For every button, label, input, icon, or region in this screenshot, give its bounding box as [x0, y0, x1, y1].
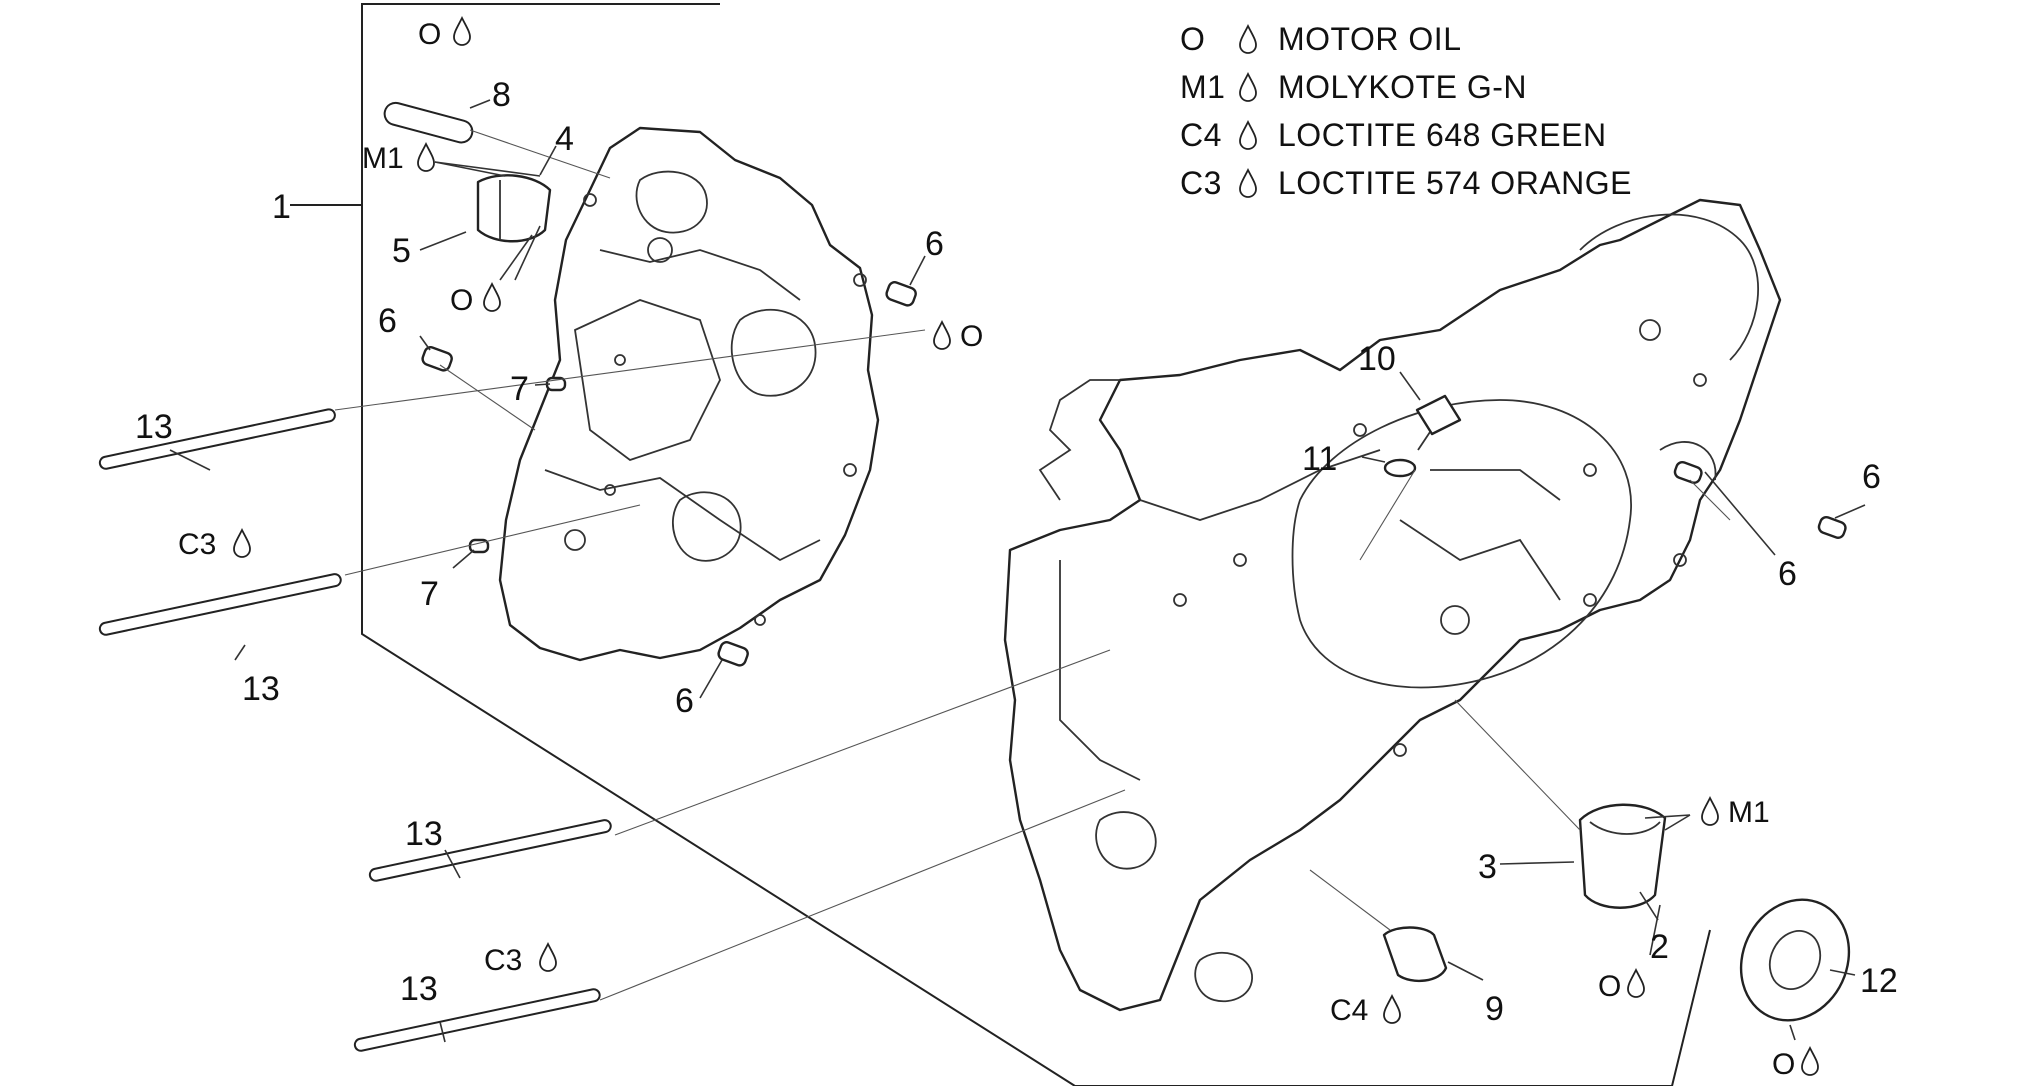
- drop-icon: [1383, 995, 1401, 1024]
- studs: [98, 408, 612, 1052]
- drop-icon: [1239, 121, 1257, 150]
- loctite-648-symbol: C4: [1330, 994, 1368, 1027]
- callout-9: 9: [1485, 990, 1504, 1028]
- callout-4: 4: [555, 120, 574, 158]
- legend-text: MOTOR OIL: [1278, 21, 1461, 57]
- legend-text: MOLYKOTE G-N: [1278, 69, 1527, 105]
- callout-13: 13: [405, 815, 443, 853]
- callout-8: 8: [492, 76, 511, 114]
- callout-6: 6: [1862, 458, 1881, 496]
- drop-icon: [1239, 73, 1257, 102]
- callout-6: 6: [675, 682, 694, 720]
- part-callouts: 1 8 4 5 6 6 6 6 6 7 7 13 13 13 13 10 11 …: [135, 76, 1898, 1028]
- callout-6: 6: [925, 225, 944, 263]
- drop-icon: [483, 283, 501, 312]
- callout-6: 6: [1778, 555, 1797, 593]
- drop-icon: [1801, 1047, 1819, 1076]
- molykote-symbol: M1: [362, 142, 404, 175]
- callout-7: 7: [420, 575, 439, 613]
- callout-5: 5: [392, 232, 411, 270]
- molykote-symbol: M1: [1728, 796, 1770, 829]
- callout-3: 3: [1478, 848, 1497, 886]
- drop-icon: [233, 529, 251, 558]
- callout-10: 10: [1358, 340, 1396, 378]
- small-parts: [383, 101, 1851, 1022]
- oil-symbol: O: [1772, 1048, 1795, 1081]
- legend-code: C3: [1180, 165, 1222, 201]
- drop-icon: [1239, 169, 1257, 198]
- lube-symbols: O M1 O O C3 C3 C4 M1 O O: [178, 17, 1819, 1081]
- drop-icon: [933, 321, 951, 350]
- leader-lines: [169, 99, 1866, 1043]
- drop-icon: [417, 143, 435, 172]
- drop-icon: [1627, 969, 1645, 998]
- legend-text: LOCTITE 648 GREEN: [1278, 117, 1607, 153]
- right-crankcase-half: [1003, 198, 1782, 1012]
- legend-code: M1: [1180, 69, 1225, 105]
- oil-symbol: O: [418, 18, 441, 51]
- callout-1: 1: [272, 188, 291, 226]
- drop-icon: [453, 17, 471, 46]
- loctite-574-symbol: C3: [484, 944, 522, 977]
- callout-12: 12: [1860, 962, 1898, 1000]
- left-crankcase-half: [498, 126, 880, 662]
- oil-symbol: O: [1598, 970, 1621, 1003]
- oil-symbol: O: [960, 320, 983, 353]
- callout-2: 2: [1650, 928, 1669, 966]
- loctite-574-symbol: C3: [178, 528, 216, 561]
- callout-13: 13: [135, 408, 173, 446]
- legend-text: LOCTITE 574 ORANGE: [1278, 165, 1632, 201]
- callout-13: 13: [400, 970, 438, 1008]
- legend: O MOTOR OIL M1 MOLYKOTE G-N C4 LOCTITE 6…: [1180, 21, 1632, 201]
- legend-code: O: [1180, 21, 1205, 57]
- assembly-frame: [290, 3, 1711, 1086]
- callout-7: 7: [510, 370, 529, 408]
- callout-13: 13: [242, 670, 280, 708]
- drop-icon: [539, 943, 557, 972]
- legend-code: C4: [1180, 117, 1222, 153]
- callout-6: 6: [378, 302, 397, 340]
- drop-icon: [1701, 797, 1719, 826]
- drop-icon: [1239, 25, 1257, 54]
- oil-symbol: O: [450, 284, 473, 317]
- construction-lines: [334, 129, 1731, 1001]
- callout-11: 11: [1302, 440, 1337, 478]
